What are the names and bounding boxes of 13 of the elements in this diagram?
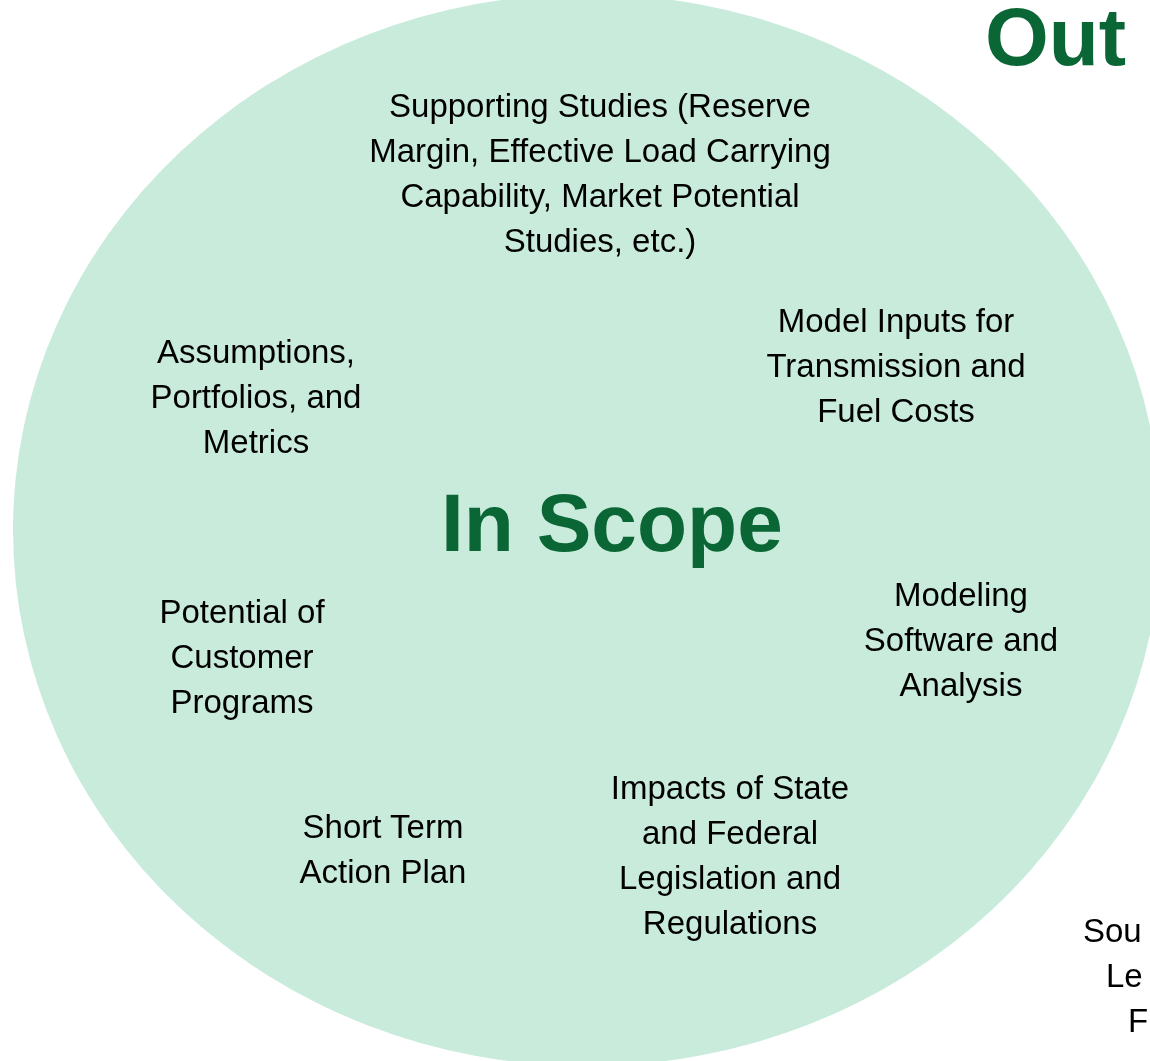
topic-text: Short Term Action Plan (298, 807, 468, 892)
topic-text: Modeling Software and Analysis (862, 575, 1060, 705)
topic-text: Model Inputs for Transmission and Fuel Costs (765, 301, 1027, 431)
topic-text: Potential of Customer Programs (158, 592, 326, 722)
cut-off-text: F (1128, 1001, 1149, 1041)
out-heading: Out (985, 0, 1127, 82)
scope-heading: In Scope (441, 478, 783, 568)
scope-circle (13, 0, 1150, 1061)
topic-text: Assumptions, Portfolios, and Metrics (149, 332, 363, 462)
topic-text: Supporting Studies (Reserve Margin, Effective Load Carrying Capability, Market Potential Studies, etc.) (368, 86, 832, 261)
topic-text: Impacts of State and Federal Legislation and Regulations (609, 768, 851, 943)
cut-off-text: Le (1106, 956, 1143, 996)
cut-off-text: Sou (1083, 911, 1142, 951)
